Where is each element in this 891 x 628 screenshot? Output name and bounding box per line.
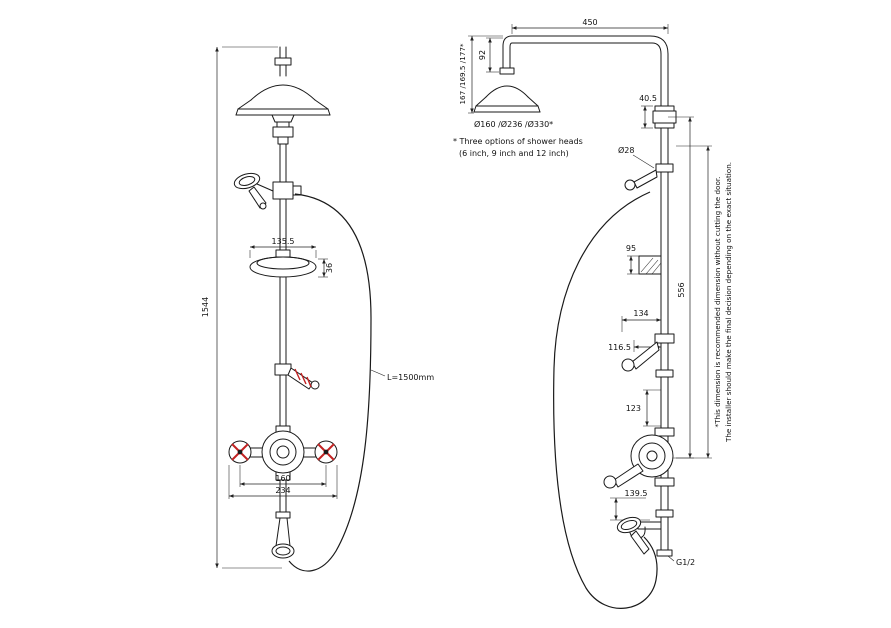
- valve-side: 123 139.5: [603, 389, 675, 521]
- dim-label-lever-drop: 116.5: [608, 343, 631, 352]
- top-union: 40.5: [639, 94, 677, 129]
- dim-label-arm-length: 450: [582, 18, 597, 27]
- diverter-lever-front: [274, 363, 320, 390]
- head-options-note: Ø160 /Ø236 /Ø330* * Three options of sho…: [453, 119, 583, 158]
- cross-handle-left-icon: [228, 440, 252, 464]
- soap-dish: 135.5 36: [249, 237, 334, 278]
- head-diameters-label: Ø160 /Ø236 /Ø330*: [474, 119, 553, 129]
- dim-label-outlet-drop: 139.5: [625, 489, 648, 498]
- bottom-handset-front: [271, 511, 295, 559]
- dim-label-soap-dish-width: 135.5: [272, 237, 295, 246]
- outlet-side: G1/2: [616, 509, 695, 567]
- door-note-line2: The installer should make the final deci…: [724, 162, 733, 443]
- arm-length-dimension: 450: [511, 18, 669, 34]
- shower-head-side-icon: [473, 85, 541, 113]
- riser-pipe-side: [660, 53, 669, 553]
- dim-label-head-heights: 167 /169.5 /177*: [458, 43, 467, 104]
- shower-hose-side: [553, 191, 658, 609]
- dim-label-riser-span: 556: [677, 282, 686, 297]
- head-note-line1: * Three options of shower heads: [453, 137, 583, 146]
- dim-label-valve-width: 234: [275, 486, 290, 495]
- door-note-line1: *This dimension is recommended dimension…: [713, 177, 722, 428]
- dim-label-arm-drop: 92: [478, 50, 487, 60]
- wall-bracket: 95: [626, 244, 662, 275]
- dim-label-overall-height: 1544: [201, 297, 210, 317]
- connection-label: G1/2: [676, 558, 695, 567]
- shower-hose-front: L=1500mm: [288, 193, 434, 572]
- overall-height-dimension: 1544: [201, 46, 282, 569]
- dim-label-handle-span: 160: [275, 474, 290, 483]
- door-note: *This dimension is recommended dimension…: [676, 145, 733, 459]
- handset-cradle-front: [233, 172, 302, 210]
- dim-label-lever-reach: 134: [633, 309, 648, 318]
- head-note-line2: (6 inch, 9 inch and 12 inch): [459, 149, 569, 158]
- dim-label-soap-dish-depth: 36: [325, 263, 334, 273]
- left-view: 1544: [201, 46, 434, 572]
- diverter-diameter-label: Ø28: [618, 145, 634, 155]
- dim-label-valve-gap: 123: [626, 404, 641, 413]
- diverter-side: Ø28: [618, 145, 674, 191]
- cross-handle-right-icon: [314, 440, 338, 464]
- head-drop-dimensions: 92 167 /169.5 /177*: [458, 35, 503, 114]
- right-view: 450 92 167 /169.5 /177*: [453, 18, 733, 609]
- thermostatic-valve-front: 160 234: [228, 425, 338, 499]
- shower-head-front-icon: [235, 46, 331, 145]
- dim-label-union-offset: 40.5: [639, 94, 657, 103]
- upper-lever-side: 134 116.5: [608, 309, 675, 378]
- hose-length-label: L=1500mm: [387, 373, 434, 382]
- shower-arm-side: [499, 35, 669, 75]
- dim-label-bracket: 95: [626, 244, 636, 253]
